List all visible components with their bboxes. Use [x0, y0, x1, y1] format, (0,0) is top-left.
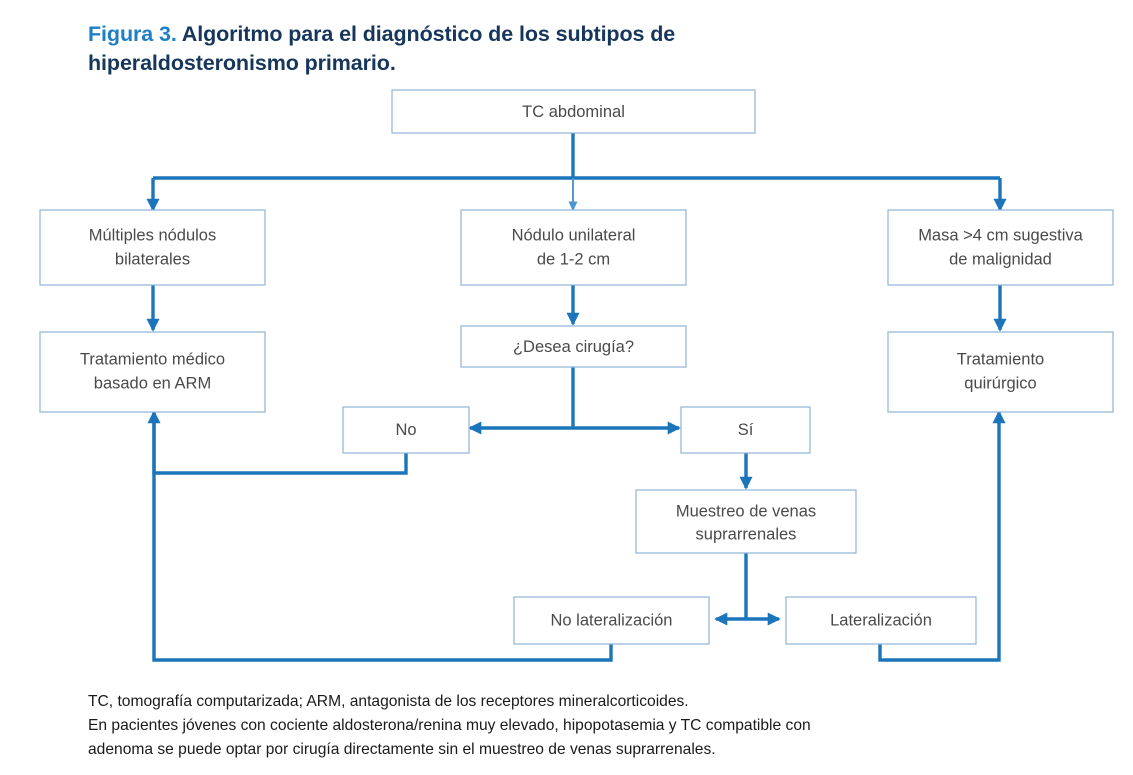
- node-muestreo-venas-box[interactable]: [635, 489, 857, 554]
- edge-lat-to-tto-quirurgico: [878, 410, 1006, 662]
- node-lateralizacion-box[interactable]: [785, 596, 977, 645]
- node-lateralizacion-label: Lateralización: [830, 611, 932, 629]
- node-tc-abdominal-label: TC abdominal: [522, 103, 625, 121]
- node-si-label: Sí: [738, 421, 754, 439]
- node-nodulo-unilateral-label-line2: de 1-2 cm: [537, 250, 610, 268]
- figure-note-line-1: TC, tomografía computarizada; ARM, antag…: [88, 693, 689, 710]
- node-no-box[interactable]: [342, 406, 470, 454]
- node-no-lateralizacion-label: No lateralización: [551, 611, 673, 629]
- node-muestreo-venas[interactable]: Muestreo de venas suprarrenales: [635, 489, 857, 554]
- node-no-label: No: [395, 421, 416, 439]
- figure-number: Figura 3.: [88, 22, 177, 46]
- node-tratamiento-quirurgico[interactable]: Tratamiento quirúrgico: [887, 331, 1114, 413]
- node-tratamiento-quirurgico-label-line2: quirúrgico: [964, 374, 1036, 392]
- connector-layer: [146, 133, 1007, 662]
- node-tratamiento-quirurgico-box[interactable]: [887, 331, 1114, 413]
- node-tc-abdominal-box[interactable]: [391, 89, 756, 134]
- figure-note-line-3: adenoma se puede optar por cirugía direc…: [88, 741, 716, 759]
- node-no-lateralizacion-box[interactable]: [513, 596, 710, 645]
- figure-title: Figura 3. Algoritmo para el diagnóstico …: [88, 20, 888, 78]
- node-muestreo-venas-label-line1: Muestreo de venas: [676, 502, 816, 520]
- edge-no-lat-to-tto-medico: [152, 412, 613, 662]
- node-multiples-nodulos-label-line1: Múltiples nódulos: [89, 226, 217, 244]
- node-desea-cirugia-label: ¿Desea cirugía?: [513, 338, 634, 356]
- node-desea-cirugia[interactable]: ¿Desea cirugía?: [460, 325, 687, 368]
- node-masa-malignidad[interactable]: Masa >4 cm sugestiva de malignidad: [887, 209, 1114, 286]
- node-desea-cirugia-box[interactable]: [460, 325, 687, 368]
- flowchart-diagram: TC abdominal Múltiples nódulos bilateral…: [39, 89, 1114, 662]
- node-masa-malignidad-label-line1: Masa >4 cm sugestiva: [918, 226, 1083, 244]
- node-si-box[interactable]: [680, 406, 811, 454]
- node-tratamiento-medico-label-line1: Tratamiento médico: [80, 350, 225, 368]
- node-tratamiento-medico-label-line2: basado en ARM: [94, 374, 211, 392]
- node-multiples-nodulos-box[interactable]: [39, 209, 266, 286]
- node-lateralizacion[interactable]: Lateralización: [785, 596, 977, 645]
- figure-notes: TC, tomografía computarizada; ARM, antag…: [88, 690, 1068, 762]
- node-muestreo-venas-label-line2: suprarrenales: [696, 525, 797, 543]
- node-nodulo-unilateral-box[interactable]: [460, 209, 687, 286]
- node-no-lateralizacion[interactable]: No lateralización: [513, 596, 710, 645]
- node-multiples-nodulos-label-line2: bilaterales: [115, 250, 190, 268]
- node-si[interactable]: Sí: [680, 406, 811, 454]
- node-nodulo-unilateral[interactable]: Nódulo unilateral de 1-2 cm: [460, 209, 687, 286]
- node-tratamiento-quirurgico-label-line1: Tratamiento: [957, 350, 1044, 368]
- node-tratamiento-medico[interactable]: Tratamiento médico basado en ARM: [39, 331, 266, 413]
- node-masa-malignidad-box[interactable]: [887, 209, 1114, 286]
- node-tratamiento-medico-box[interactable]: [39, 331, 266, 413]
- node-nodulo-unilateral-label-line1: Nódulo unilateral: [512, 226, 636, 244]
- node-tc-abdominal[interactable]: TC abdominal: [391, 89, 756, 134]
- node-no[interactable]: No: [342, 406, 470, 454]
- figure-title-text: Algoritmo para el diagnóstico de los sub…: [88, 22, 676, 76]
- node-multiples-nodulos[interactable]: Múltiples nódulos bilaterales: [39, 209, 266, 286]
- figure-note-line-2: En pacientes jóvenes con cociente aldost…: [88, 717, 811, 735]
- node-masa-malignidad-label-line2: de malignidad: [949, 250, 1052, 268]
